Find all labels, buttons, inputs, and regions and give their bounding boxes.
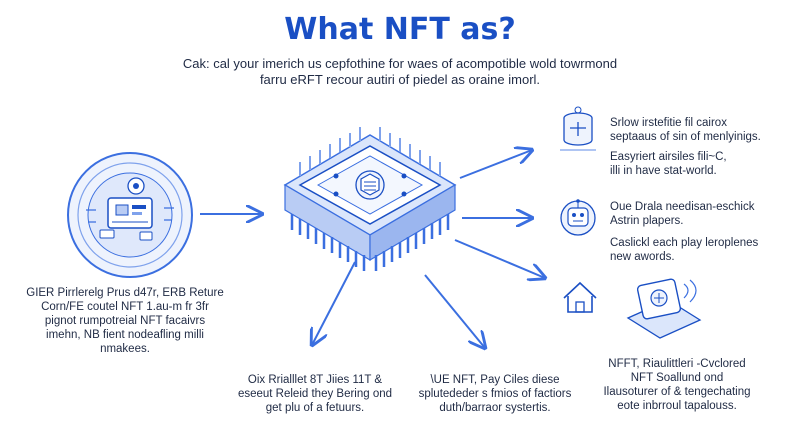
text-line: nmakees. <box>100 343 150 355</box>
text-line: GIER Pirrlerelg Prus d47r, ERB Reture <box>26 287 224 299</box>
subtitle-line: Cak: cal your imerich us cepfothine for … <box>182 56 618 71</box>
right-description-2: Easyriert airsiles fili~C, illi in have … <box>610 150 795 178</box>
text-line: Oue Drala needisan-eschick <box>610 201 755 213</box>
text-line: get plu of a fetuurs. <box>265 402 365 414</box>
text-line: splutededer s fmios of factiors <box>418 388 572 400</box>
left-description: GIER Pirrlerelg Prus d47r, ERB Reture Co… <box>5 286 245 356</box>
text-line: NFFT, Riaulittleri -Cvclored <box>608 358 746 370</box>
subtitle: Cak: cal your imerich us cepfothine for … <box>170 56 630 88</box>
text-line: eote inbrroul tapalouss. <box>617 400 737 412</box>
chip-icon <box>283 127 457 271</box>
right-description-5: NFFT, Riaulittleri -Cvclored NFT Soallun… <box>562 357 792 413</box>
bottom-description-2: \UE NFT, Pay Ciles diese splutededer s f… <box>395 373 595 415</box>
subtitle-line: farru eRFT recour autiri of piedel as or… <box>259 72 541 87</box>
coin-icon <box>560 106 596 151</box>
text-line: Oix Rrialllet 8T Jiies 11T & <box>247 374 383 386</box>
device-icon <box>626 278 702 339</box>
text-line: Easyriert airsiles fili~C, <box>610 151 727 163</box>
text-line: Ilausoturer of & tengechating <box>603 386 751 398</box>
text-line: pignot rumpotreial NFT facaivrs <box>44 315 206 327</box>
text-line: new awords. <box>610 251 675 263</box>
robot-icon <box>560 199 596 236</box>
right-description-1: Srlow irstefitie fil cairox septaaus of … <box>610 116 795 144</box>
home-icon <box>563 281 597 313</box>
text-line: eseeut Releid they Bering ond <box>237 388 393 400</box>
text-line: illi in have stat-world. <box>610 165 717 177</box>
text-line: imehn, NB fient nodeafling milli <box>46 329 204 341</box>
right-description-3: Oue Drala needisan-eschick Astrin plaper… <box>610 200 795 228</box>
text-line: NFT Soallund ond <box>630 372 724 384</box>
text-line: Caslickl each play leroplenes <box>610 237 759 249</box>
text-line: Corn/FE coutel NFT 1.au-m fr 3fr <box>41 301 209 313</box>
bottom-description-1: Oix Rrialllet 8T Jiies 11T & eseeut Rele… <box>215 373 415 415</box>
text-line: \UE NFT, Pay Ciles diese <box>430 374 560 386</box>
text-line: Astrin plapers. <box>610 215 684 227</box>
text-line: Srlow irstefitie fil cairox <box>610 117 727 129</box>
right-description-4: Caslickl each play leroplenes new awords… <box>610 236 795 264</box>
circuit-icon <box>67 152 193 278</box>
page-title: What NFT as? <box>284 12 516 47</box>
text-line: septaaus of sin of menlyinigs. <box>610 131 761 143</box>
text-line: duth/barraor systertis. <box>439 402 551 414</box>
